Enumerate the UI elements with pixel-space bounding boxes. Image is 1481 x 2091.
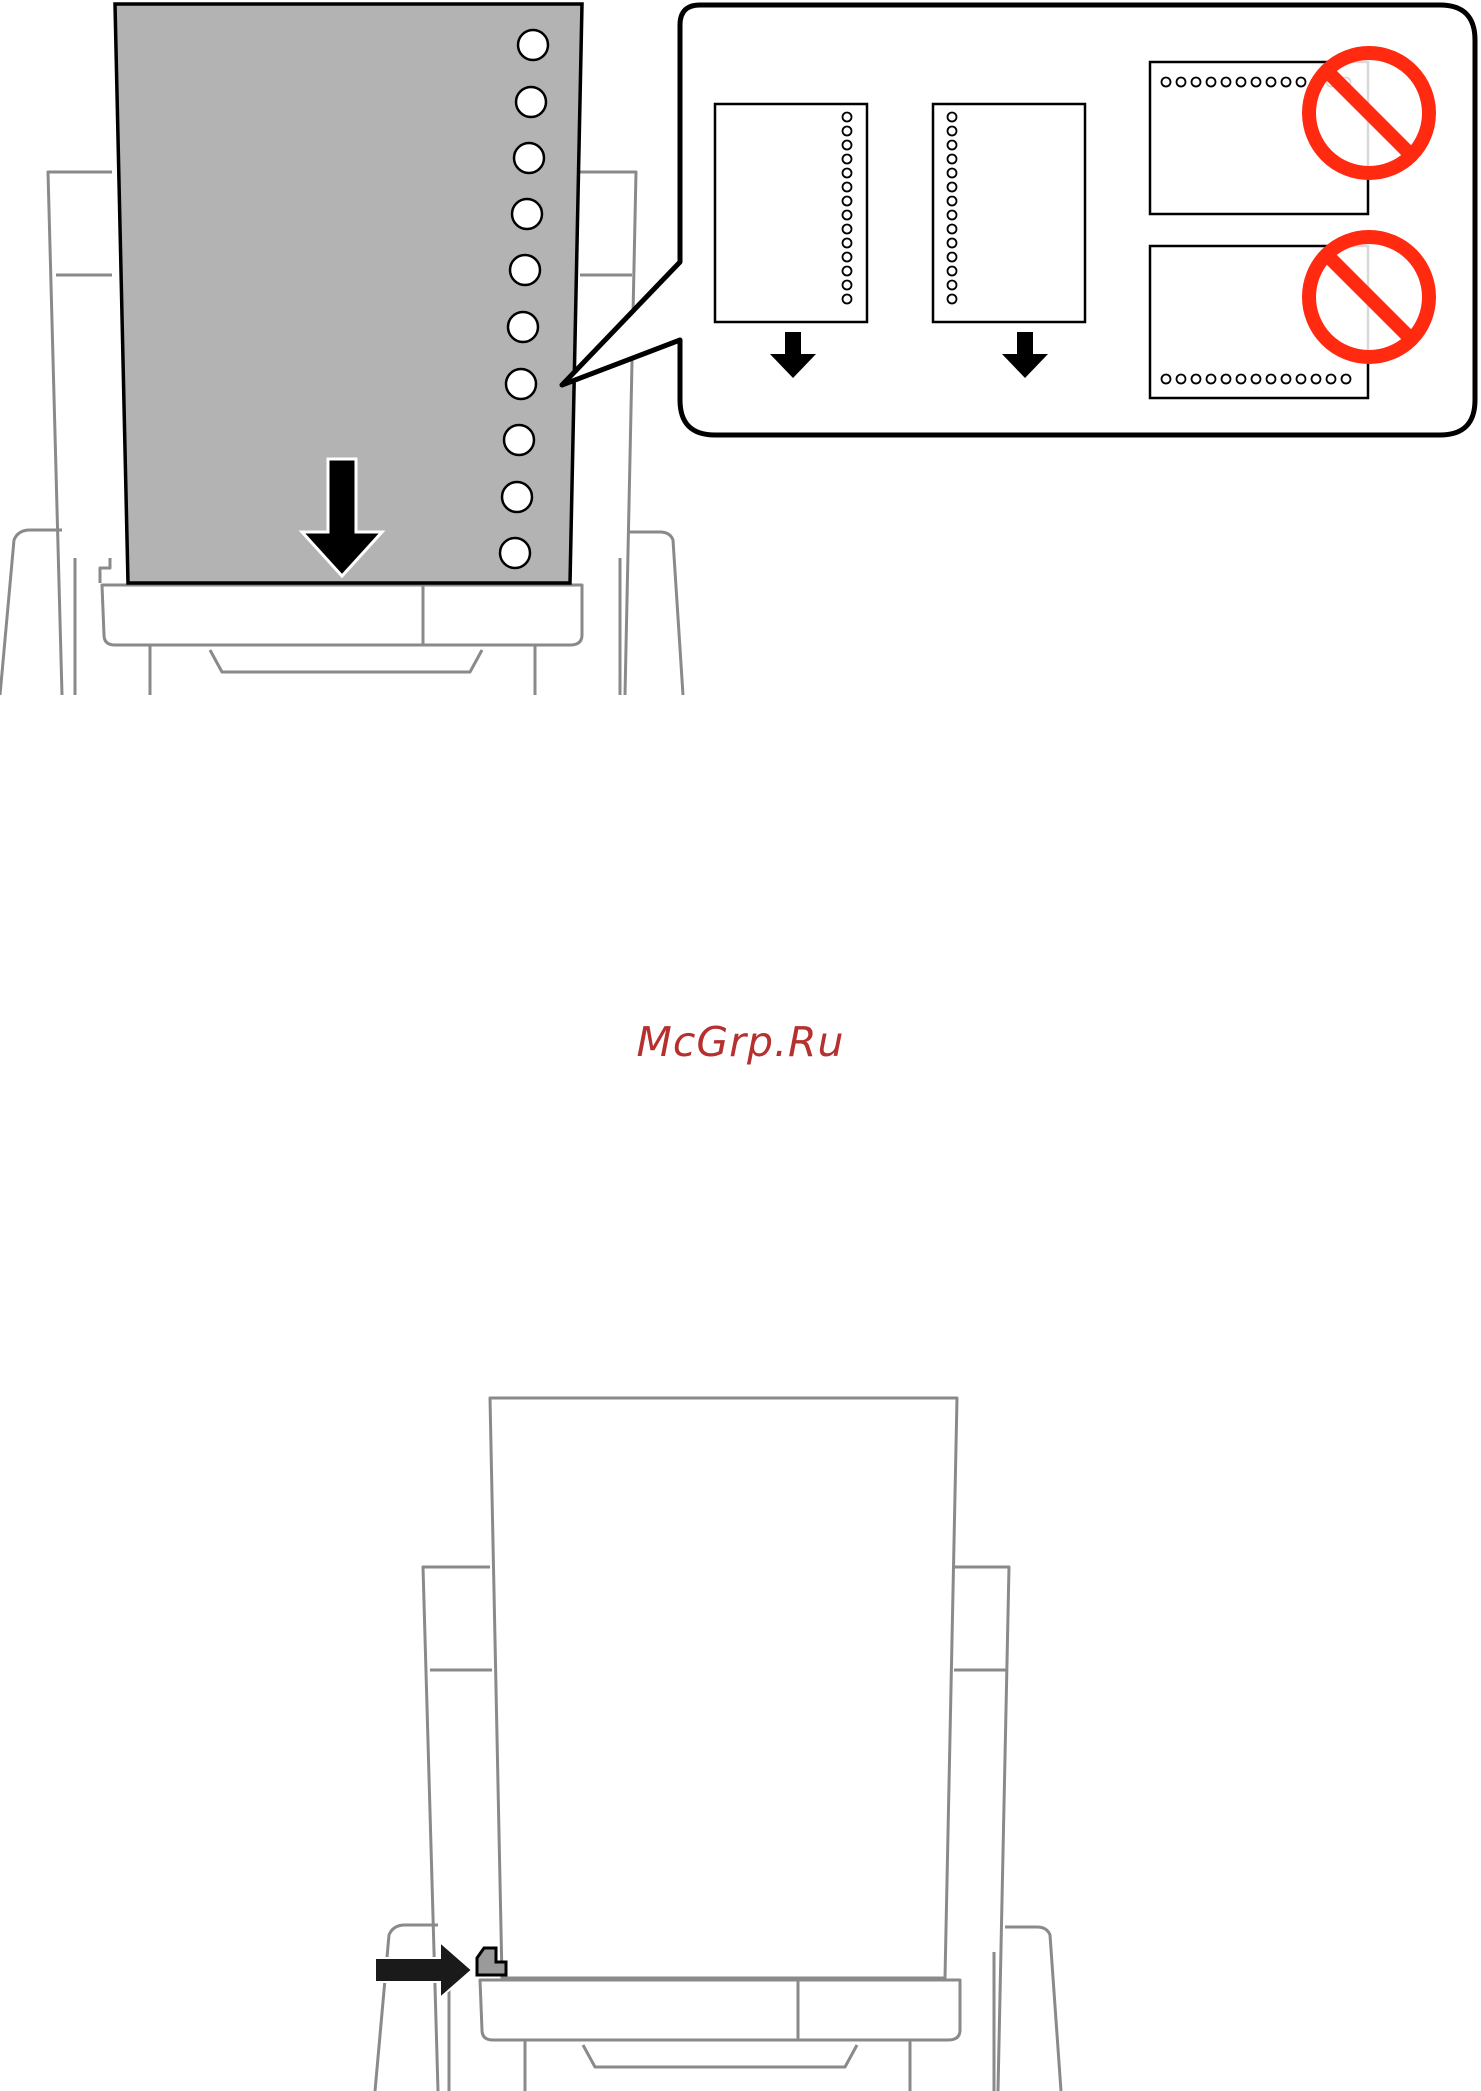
figure-slide-edge-guide (0, 1371, 1481, 2091)
watermark-text: McGrp.Ru (0, 1018, 1481, 1066)
prohibited-icon (1309, 237, 1429, 357)
prohibited-icon (1309, 53, 1429, 173)
figure-load-punched-paper (0, 0, 1481, 700)
arrow-right-icon (375, 1942, 472, 1998)
printer-outline-bottom (375, 1398, 1061, 2091)
